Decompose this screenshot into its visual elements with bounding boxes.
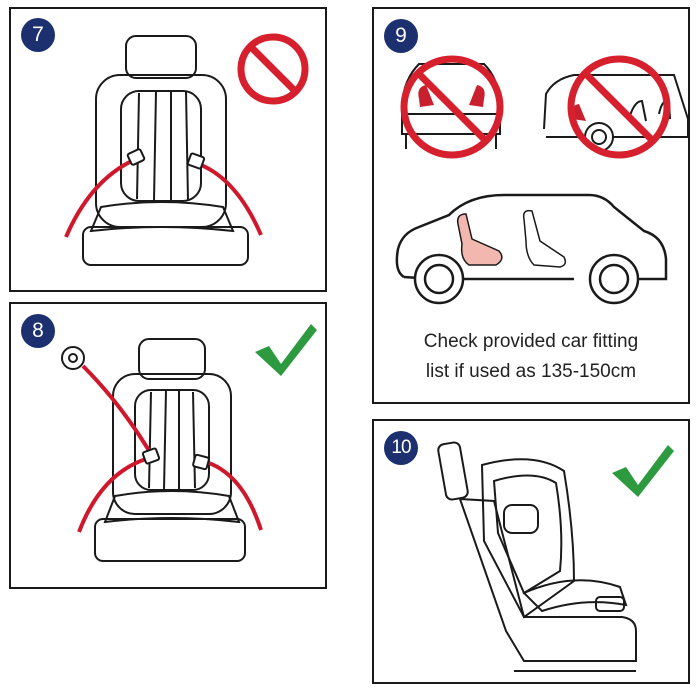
- seat-no-isofix-illustration: [64, 33, 309, 266]
- step-7-panel: 7: [9, 7, 327, 292]
- check-mark-icon: [612, 445, 674, 497]
- booster-seat-in-vehicle-seat-illustration: [437, 441, 674, 672]
- step-9-panel: 9: [372, 7, 690, 404]
- prohibition-sign-icon: [567, 55, 671, 159]
- step-8-badge: 8: [21, 314, 55, 348]
- car-fitting-caption: Check provided car fitting list if used …: [374, 327, 688, 387]
- belt-retractor-icon: [61, 346, 85, 370]
- caption-line-1: Check provided car fitting: [423, 331, 639, 352]
- check-mark-icon: [255, 324, 317, 376]
- seat-three-point-belt-illustration: [61, 324, 317, 562]
- step-8-panel: 8: [9, 302, 327, 589]
- car-fitting-illustration: [395, 55, 689, 305]
- prohibition-sign-icon: [237, 33, 309, 105]
- child-car-seat-icon: [456, 213, 503, 266]
- caption-line-2: list if used as 135-150cm: [425, 361, 637, 382]
- step-7-badge: 7: [21, 18, 55, 52]
- step-10-panel: 10: [372, 419, 690, 684]
- step-10-badge: 10: [384, 431, 418, 465]
- step-9-badge: 9: [384, 19, 418, 53]
- prohibition-sign-icon: [400, 55, 504, 159]
